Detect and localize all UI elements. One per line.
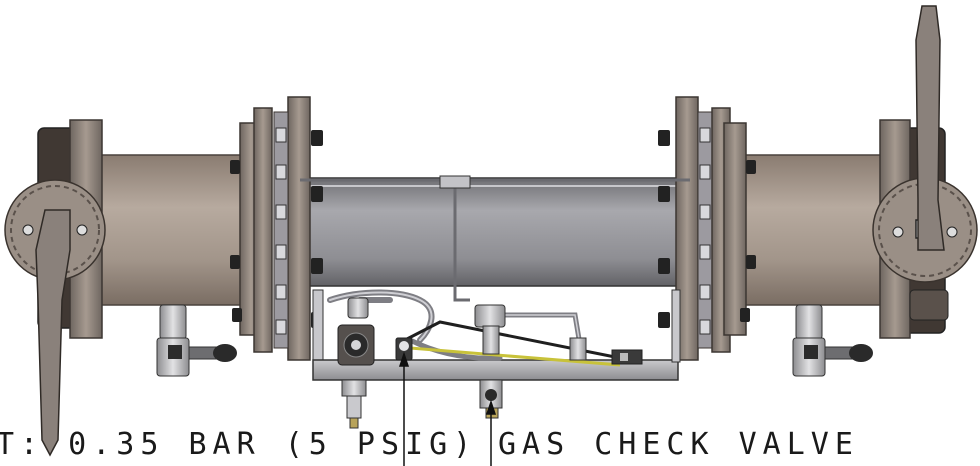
gas-check-valve-callout: GAS CHECK VALVE: [498, 427, 859, 462]
terminal-block: [611, 349, 643, 365]
bolt-icon: [230, 130, 756, 328]
tee-fitting: [439, 175, 471, 189]
butterfly-valve-handle-icon: [35, 209, 71, 457]
regulator-tee: [474, 304, 587, 361]
center-pipe-section: [299, 177, 691, 287]
gauge-icon: [337, 297, 375, 366]
left-bolt-chain: [275, 127, 287, 335]
left-pipe-section: [94, 154, 256, 306]
ball-valve-icon: [792, 304, 873, 377]
sensing-tube: [300, 178, 690, 302]
signal-wires: [404, 320, 631, 367]
right-bolt-chain: [699, 127, 711, 335]
left-inner-flange: [239, 96, 311, 361]
relief-pressure-callout: T: 0.35 BAR (5 PSIG): [0, 427, 478, 462]
butterfly-valve-handle-icon: [915, 5, 945, 251]
right-inner-flange: [675, 96, 747, 361]
bottom-connector: [341, 379, 367, 429]
callout-leaders: [398, 351, 497, 466]
right-pipe-section: [724, 154, 891, 306]
ball-valve-icon: [156, 304, 237, 377]
relief-valve: [395, 337, 413, 361]
